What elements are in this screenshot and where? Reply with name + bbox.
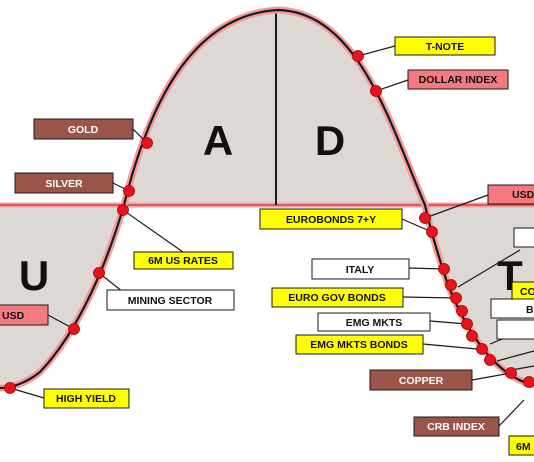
- svg-text:ITALY: ITALY: [346, 264, 375, 276]
- label-6m-us-rates: 6M US RATES: [133, 251, 234, 270]
- left-valley-fill: [0, 205, 124, 388]
- label-cut-b: B: [490, 298, 534, 319]
- svg-text:T-NOTE: T-NOTE: [426, 41, 465, 53]
- svg-text:DOLLAR INDEX: DOLLAR INDEX: [419, 74, 498, 86]
- svg-text:SILVER: SILVER: [45, 178, 83, 190]
- phase-a-letter: A: [203, 117, 233, 164]
- marker-usd-left: [68, 323, 80, 335]
- label-high-yield: HIGH YIELD: [43, 388, 130, 409]
- label-usd-right: USD: [487, 184, 534, 205]
- label-cut-6m: 6M: [508, 435, 534, 456]
- marker-mining-sector: [93, 267, 105, 279]
- top-hump-fill: [124, 10, 425, 205]
- label-cut-top: [513, 227, 534, 248]
- svg-text:USD: USD: [512, 189, 534, 201]
- label-italy: ITALY: [311, 258, 410, 280]
- svg-text:EMG MKTS: EMG MKTS: [346, 317, 403, 329]
- svg-text:6M: 6M: [516, 441, 531, 453]
- marker-t-note: [352, 50, 364, 62]
- svg-text:USD: USD: [2, 310, 25, 322]
- marker-high-yield: [4, 382, 16, 394]
- phase-d-letter: D: [315, 117, 345, 164]
- marker-cut-co: [456, 305, 468, 317]
- marker-cut-b: [466, 330, 478, 342]
- label-cut-co: CO: [511, 281, 534, 301]
- marker-silver: [123, 185, 135, 197]
- label-emg-mkts: EMG MKTS: [317, 312, 431, 332]
- marker-eurobonds: [426, 226, 438, 238]
- marker-emg-mkts: [461, 318, 473, 330]
- asset-markers: [4, 50, 534, 394]
- svg-text:6M US RATES: 6M US RATES: [148, 255, 218, 267]
- label-silver: SILVER: [14, 172, 114, 194]
- svg-text:EURO GOV BONDS: EURO GOV BONDS: [288, 292, 385, 304]
- svg-text:CO: CO: [520, 286, 534, 298]
- svg-text:EMG MKTS BONDS: EMG MKTS BONDS: [310, 339, 407, 351]
- label-euro-gov-bonds: EURO GOV BONDS: [271, 287, 404, 308]
- marker-gold: [141, 137, 153, 149]
- marker-cut-top: [445, 279, 457, 291]
- label-copper: COPPER: [369, 369, 473, 391]
- label-t-note: T-NOTE: [394, 36, 496, 56]
- svg-text:HIGH YIELD: HIGH YIELD: [56, 393, 116, 405]
- label-eurobonds: EUROBONDS 7+Y: [259, 208, 403, 230]
- svg-text:B: B: [526, 304, 534, 316]
- marker-6m-us-rates: [117, 204, 129, 216]
- phase-u-letter: U: [19, 252, 49, 299]
- label-crb-index: CRB INDEX: [413, 416, 500, 437]
- label-gold: GOLD: [33, 118, 134, 140]
- marker-dollar-index: [370, 85, 382, 97]
- label-emg-mkts-bonds: EMG MKTS BONDS: [295, 334, 424, 355]
- label-usd-left: USD: [0, 304, 49, 326]
- label-mining-sector: MINING SECTOR: [106, 289, 235, 311]
- marker-cut-mid: [484, 354, 496, 366]
- marker-crb-index: [523, 376, 534, 388]
- label-cut-blank: [496, 319, 534, 340]
- label-dollar-index: DOLLAR INDEX: [407, 69, 509, 90]
- svg-text:COPPER: COPPER: [399, 375, 444, 387]
- marker-usd-right: [419, 212, 431, 224]
- svg-text:GOLD: GOLD: [68, 124, 99, 136]
- svg-text:EUROBONDS 7+Y: EUROBONDS 7+Y: [286, 214, 376, 226]
- marker-euro-gov-bonds: [450, 292, 462, 304]
- marker-italy: [438, 263, 450, 275]
- right-valley-fill: [425, 205, 534, 385]
- marker-emg-mkts-bonds: [476, 343, 488, 355]
- svg-text:MINING SECTOR: MINING SECTOR: [128, 295, 213, 307]
- marker-copper: [505, 367, 517, 379]
- svg-text:CRB INDEX: CRB INDEX: [427, 421, 485, 433]
